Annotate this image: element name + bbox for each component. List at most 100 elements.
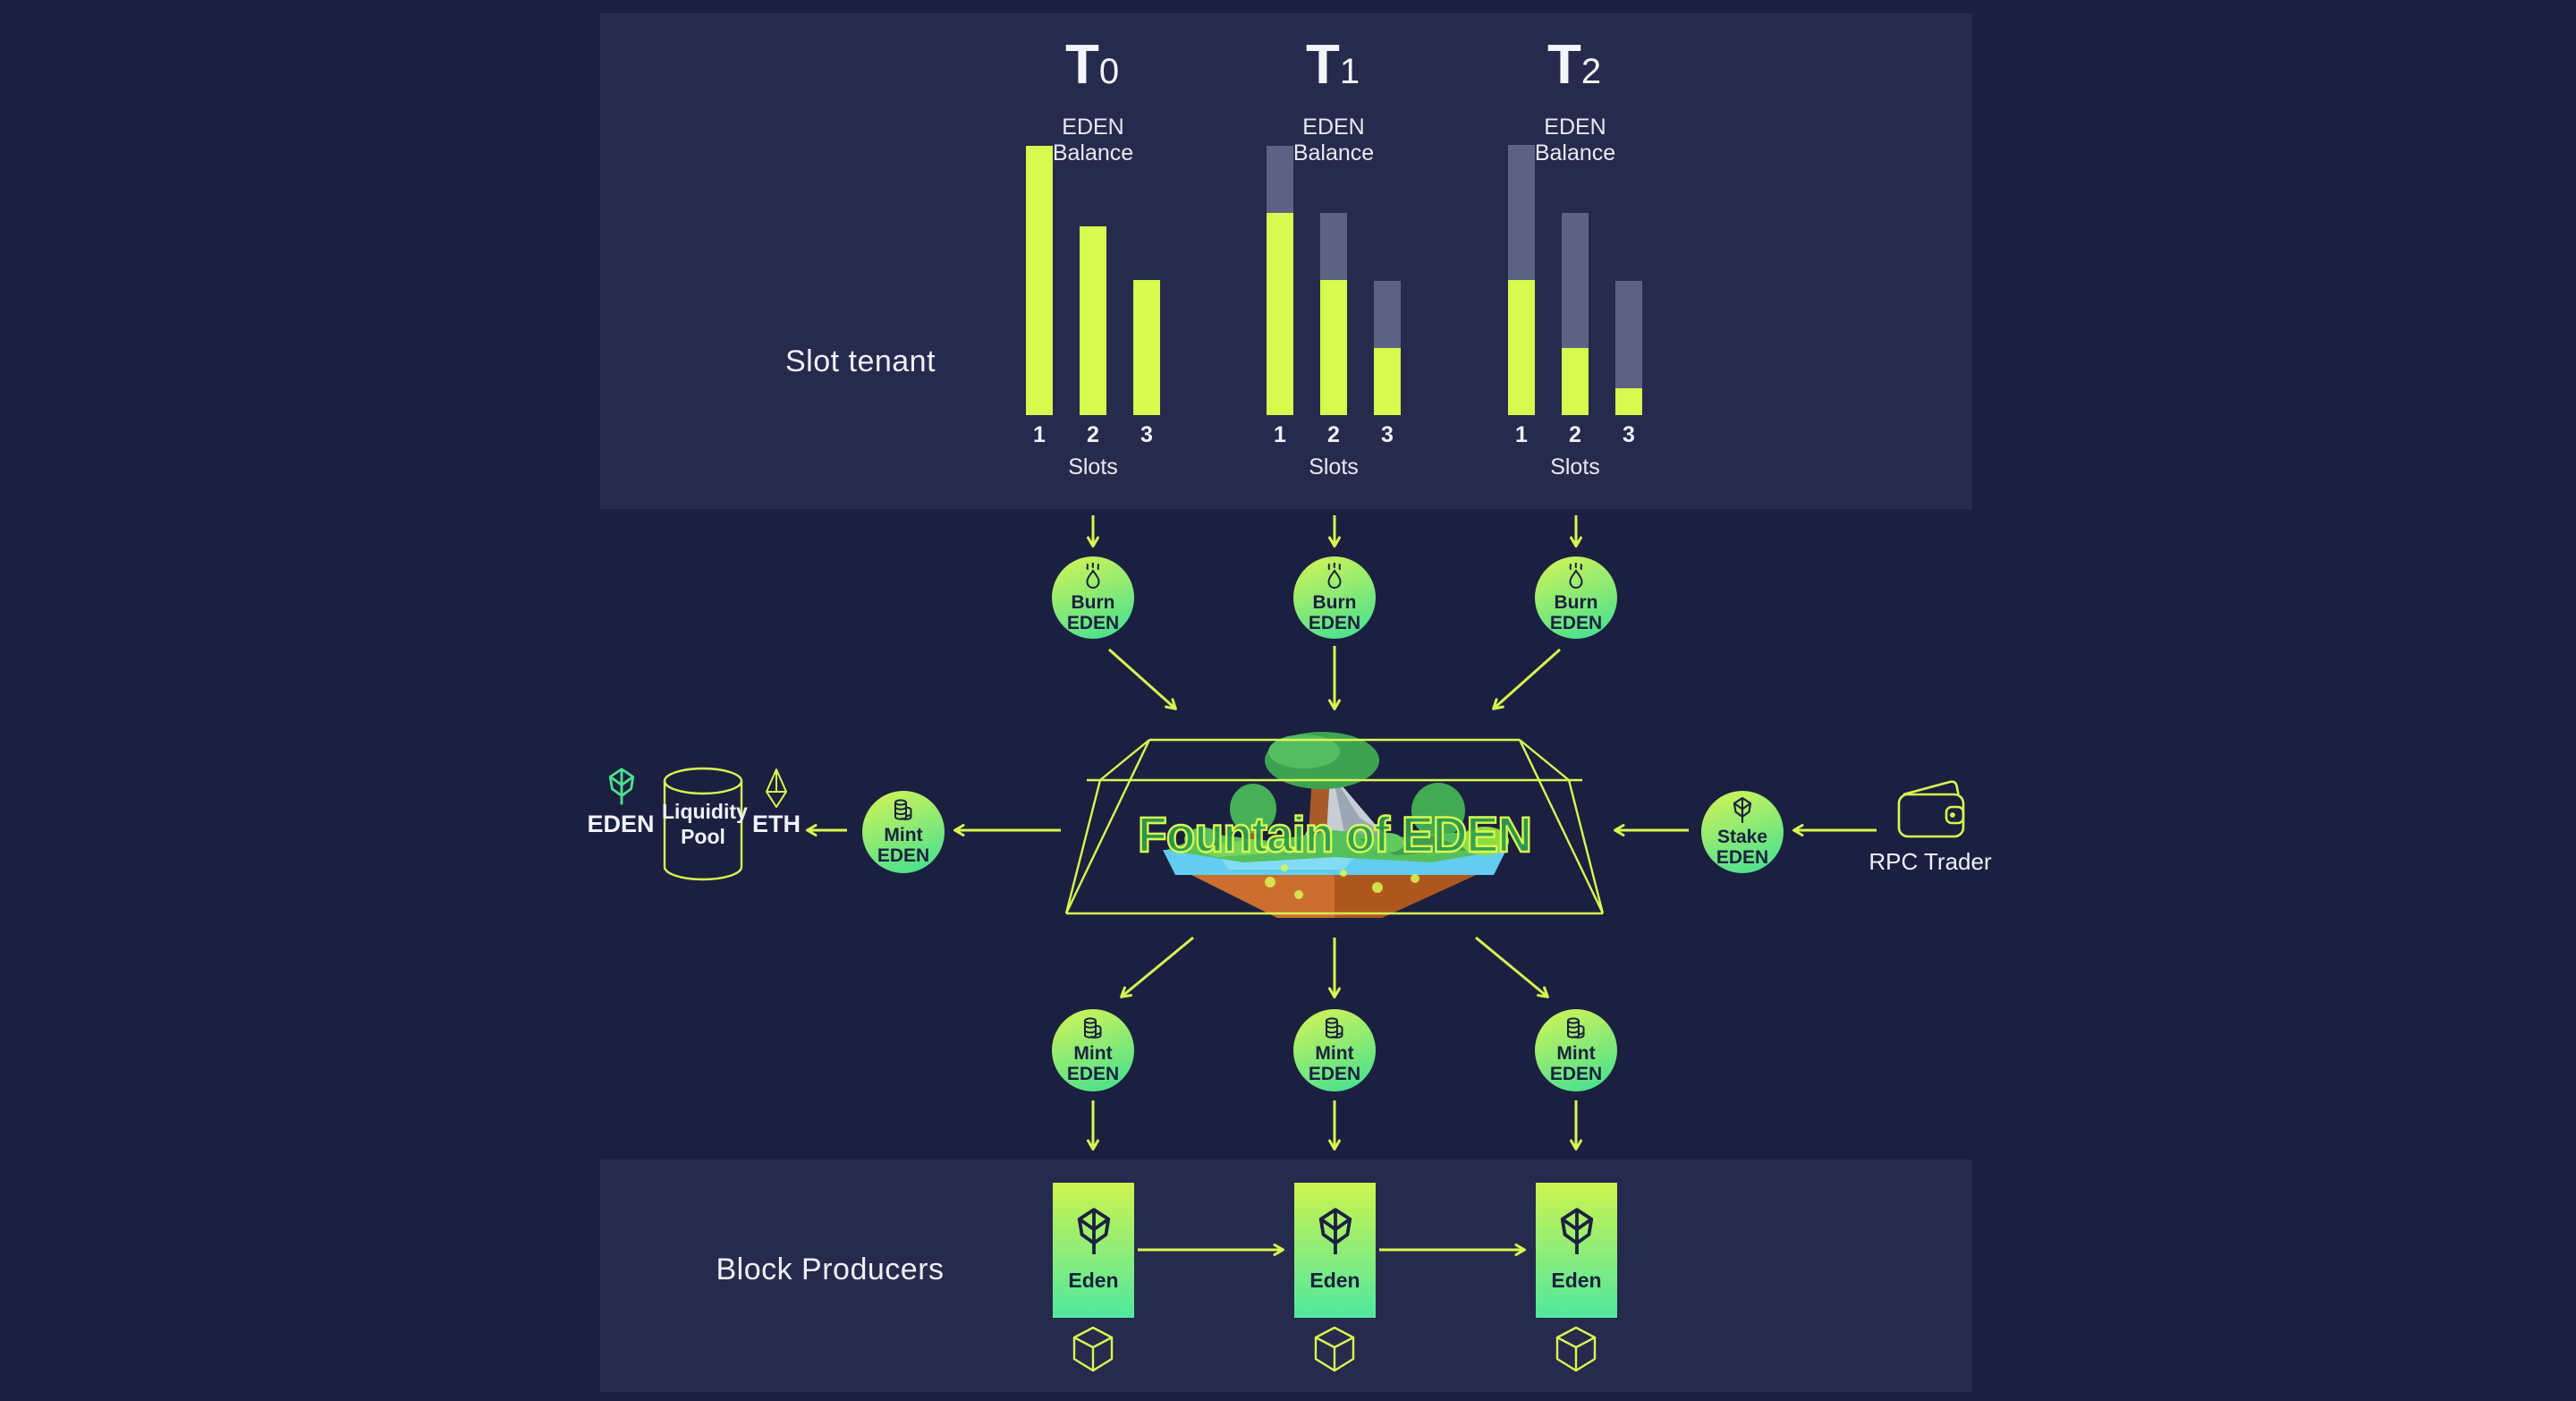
slot-tick: 2 <box>1327 422 1340 447</box>
block-name: Eden <box>1309 1269 1360 1292</box>
bar-slot-2 <box>1562 213 1589 415</box>
eden-leaf-icon <box>1077 1208 1110 1254</box>
coins-icon <box>1326 1016 1343 1039</box>
arrow-burn1-to-fountain <box>1108 648 1177 710</box>
balance-segment <box>1508 280 1535 415</box>
liquidity-pool-label: Liquidity Pool <box>662 799 748 849</box>
balance-segment <box>1080 226 1106 415</box>
coins-icon <box>1567 1016 1585 1039</box>
slot-tenant-label: Slot tenant <box>784 344 936 378</box>
liquidity-pool-line1: Liquidity <box>662 800 748 823</box>
stake-eden-node: Stake EDEN <box>1701 791 1784 873</box>
flame-icon <box>1086 562 1100 589</box>
slots-axis-label: Slots <box>1309 454 1359 480</box>
arrow-burn3-to-fountain <box>1492 648 1561 710</box>
balance-segment <box>1615 388 1642 415</box>
eden-block-2: Eden <box>1294 1183 1376 1318</box>
mint-eden-node-1: Mint EDEN <box>1052 1009 1134 1091</box>
fountain-of-eden-title: Fountain of EDEN <box>1138 806 1531 862</box>
arrow-fountain-to-mint3 <box>1475 936 1549 998</box>
eden-token-label: EDEN <box>587 811 655 837</box>
coins-icon <box>1084 1016 1102 1039</box>
slot-tick-labels: 1 2 3 <box>1508 422 1642 448</box>
balance-axis-label: EDEN Balance <box>1052 115 1134 166</box>
slot-tick: 1 <box>1274 422 1286 447</box>
eth-diamond-icon <box>766 768 787 808</box>
bar-group <box>1026 145 1160 415</box>
slots-axis-label: Slots <box>1068 454 1118 480</box>
node-token-label: EDEN <box>1308 1063 1361 1084</box>
cube-icon <box>1555 1326 1597 1372</box>
node-token-label: EDEN <box>1549 612 1603 633</box>
node-token-label: EDEN <box>1066 1063 1120 1084</box>
burned-segment <box>1320 213 1347 280</box>
eden-block-3: Eden <box>1536 1183 1617 1318</box>
node-action-label: Mint <box>1073 1042 1113 1064</box>
slot-tick: 1 <box>1033 422 1046 447</box>
epoch-title: T0 <box>1064 34 1122 96</box>
balance-segment <box>1267 213 1293 415</box>
balance-axis-label: EDEN Balance <box>1534 115 1616 166</box>
eden-leaf-icon <box>1560 1208 1593 1254</box>
balance-segment <box>1562 348 1589 415</box>
slot-tick-labels: 1 2 3 <box>1026 422 1160 448</box>
bar-slot-3 <box>1615 281 1642 415</box>
burn-eden-node-2: Burn EDEN <box>1293 556 1376 639</box>
eden-block-1: Eden <box>1053 1183 1134 1318</box>
slot-tick: 3 <box>1381 422 1394 447</box>
burned-segment <box>1562 213 1589 348</box>
balance-segment <box>1374 348 1401 415</box>
bar-group <box>1267 145 1401 415</box>
mint-eden-node-2: Mint EDEN <box>1293 1009 1376 1091</box>
slot-tick: 3 <box>1140 422 1153 447</box>
block-producers-label: Block Producers <box>716 1252 945 1286</box>
node-token-label: EDEN <box>1308 612 1361 633</box>
slot-tick: 3 <box>1623 422 1635 447</box>
epoch-title: T1 <box>1305 34 1362 96</box>
coins-icon <box>894 798 912 820</box>
slot-tick: 2 <box>1569 422 1581 447</box>
wallet-icon <box>1897 780 1965 838</box>
node-token-label: EDEN <box>1549 1063 1603 1084</box>
slot-tick-labels: 1 2 3 <box>1267 422 1401 448</box>
cube-icon <box>1314 1326 1355 1372</box>
burned-segment <box>1374 281 1401 348</box>
node-token-label: EDEN <box>1716 846 1769 868</box>
block-producers-panel <box>600 1159 1972 1392</box>
burn-eden-node-3: Burn EDEN <box>1535 556 1617 639</box>
node-token-label: EDEN <box>1066 612 1120 633</box>
burned-segment <box>1267 146 1293 213</box>
bar-slot-2 <box>1080 226 1106 415</box>
mint-eden-node-3: Mint EDEN <box>1535 1009 1617 1091</box>
bar-slot-1 <box>1267 146 1293 415</box>
flame-icon <box>1569 562 1583 589</box>
node-action-label: Mint <box>884 824 923 845</box>
balance-segment <box>1026 146 1053 415</box>
bar-slot-3 <box>1374 281 1401 415</box>
eth-token-label: ETH <box>752 811 801 837</box>
eden-leaf-icon <box>1318 1208 1352 1254</box>
liquidity-pool-line2: Pool <box>681 825 725 848</box>
rpc-trader-label: RPC Trader <box>1868 848 1992 875</box>
node-action-label: Burn <box>1554 591 1598 613</box>
balance-segment <box>1133 280 1160 415</box>
block-name: Eden <box>1068 1269 1119 1292</box>
cube-icon <box>1072 1326 1114 1372</box>
cylinder-icon <box>663 767 743 881</box>
node-action-label: Burn <box>1312 591 1357 613</box>
burned-segment <box>1615 281 1642 388</box>
bar-slot-3 <box>1133 280 1160 415</box>
eden-leaf-icon <box>1733 796 1752 823</box>
slots-axis-label: Slots <box>1550 454 1600 480</box>
arrow-fountain-to-mint1 <box>1120 936 1194 998</box>
slot-tick: 1 <box>1515 422 1528 447</box>
bar-slot-1 <box>1508 145 1535 415</box>
bar-slot-1 <box>1026 146 1053 415</box>
fountain-wireframe <box>1064 738 1605 915</box>
node-token-label: EDEN <box>877 845 930 866</box>
balance-segment <box>1320 280 1347 415</box>
node-action-label: Stake <box>1716 826 1768 847</box>
epoch-chart-t2: T2 EDEN Balance 1 2 3 Slots <box>1508 36 1642 483</box>
burn-eden-node-1: Burn EDEN <box>1052 556 1134 639</box>
